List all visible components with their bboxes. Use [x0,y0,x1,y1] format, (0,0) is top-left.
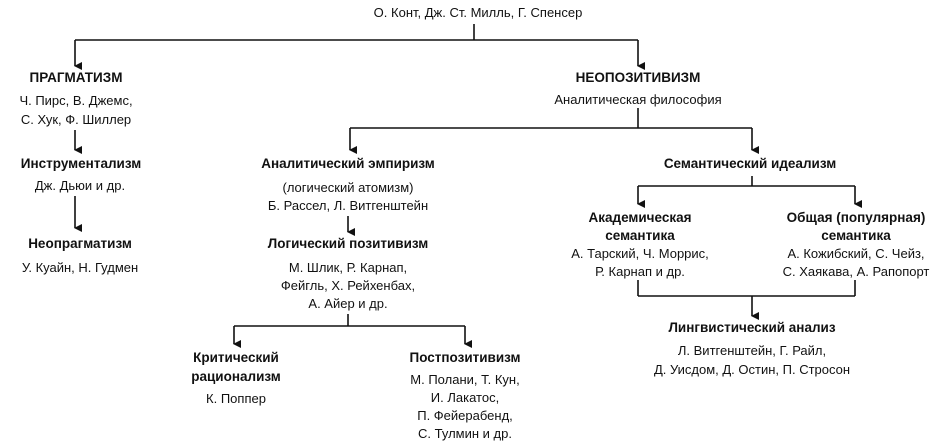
instrumentalism-people: Дж. Дьюи и др. [34,178,126,193]
academic-semantics-people-2: Р. Карнап и др. [595,264,685,279]
academic-semantics-people-1: А. Тарский, Ч. Моррис, [571,246,709,261]
academic-semantics-title-2: семантика [605,228,675,243]
linguistic-analysis-title: Лингвистический анализ [668,320,836,335]
semantic-idealism-title: Семантический идеализм [663,156,837,171]
linguistic-analysis-people-2: Д. Уисдом, Д. Остин, П. Стросон [653,362,851,377]
logical-positivism-people-2: Фейгль, Х. Рейхенбах, [280,278,416,293]
neopositivism-title: НЕОПОЗИТИВИЗМ [575,70,701,85]
general-semantics-title-2: семантика [821,228,891,243]
pragmatism-people-2: С. Хук, Ф. Шиллер [20,112,132,127]
critical-rationalism-title-1: Критический [193,350,279,365]
logical-positivism-title: Логический позитивизм [267,236,429,251]
logical-positivism-people-3: А. Айер и др. [308,296,388,311]
logical-positivism-people-1: М. Шлик, Р. Карнап, [288,260,408,275]
critical-rationalism-title-2: рационализм [191,369,281,384]
pragmatism-people-1: Ч. Пирс, В. Джемс, [19,93,133,108]
linguistic-analysis-people-1: Л. Витгенштейн, Г. Райл, [677,343,827,358]
general-semantics-title-1: Общая (популярная) [786,210,926,225]
general-semantics-people-1: А. Кожибский, С. Чейз, [787,246,925,261]
pragmatism-title: ПРАГМАТИЗМ [29,70,123,85]
neopragmatism-people: У. Куайн, Н. Гудмен [21,260,139,275]
analytic-empiricism-title: Аналитический эмпиризм [261,156,435,171]
critical-rationalism-people: К. Поппер [206,391,266,406]
postpositivism-people-1: М. Полани, Т. Кун, [410,372,520,387]
general-semantics-people-2: С. Хаякава, А. Рапопорт [782,264,930,279]
root-thinkers: О. Конт, Дж. Ст. Милль, Г. Спенсер [373,5,583,20]
postpositivism-people-2: И. Лакатос, [430,390,500,405]
postpositivism-people-4: С. Тулмин и др. [418,426,512,441]
instrumentalism-title: Инструментализм [20,156,142,171]
neopragmatism-title: Неопрагматизм [28,236,132,251]
postpositivism-people-3: П. Фейерабенд, [417,408,513,423]
neopositivism-subtitle: Аналитическая философия [554,92,722,107]
analytic-empiricism-people: Б. Рассел, Л. Витгенштейн [267,198,429,213]
academic-semantics-title-1: Академическая [588,210,692,225]
postpositivism-title: Постпозитивизм [409,350,521,365]
analytic-empiricism-subtitle: (логический атомизм) [282,180,414,195]
